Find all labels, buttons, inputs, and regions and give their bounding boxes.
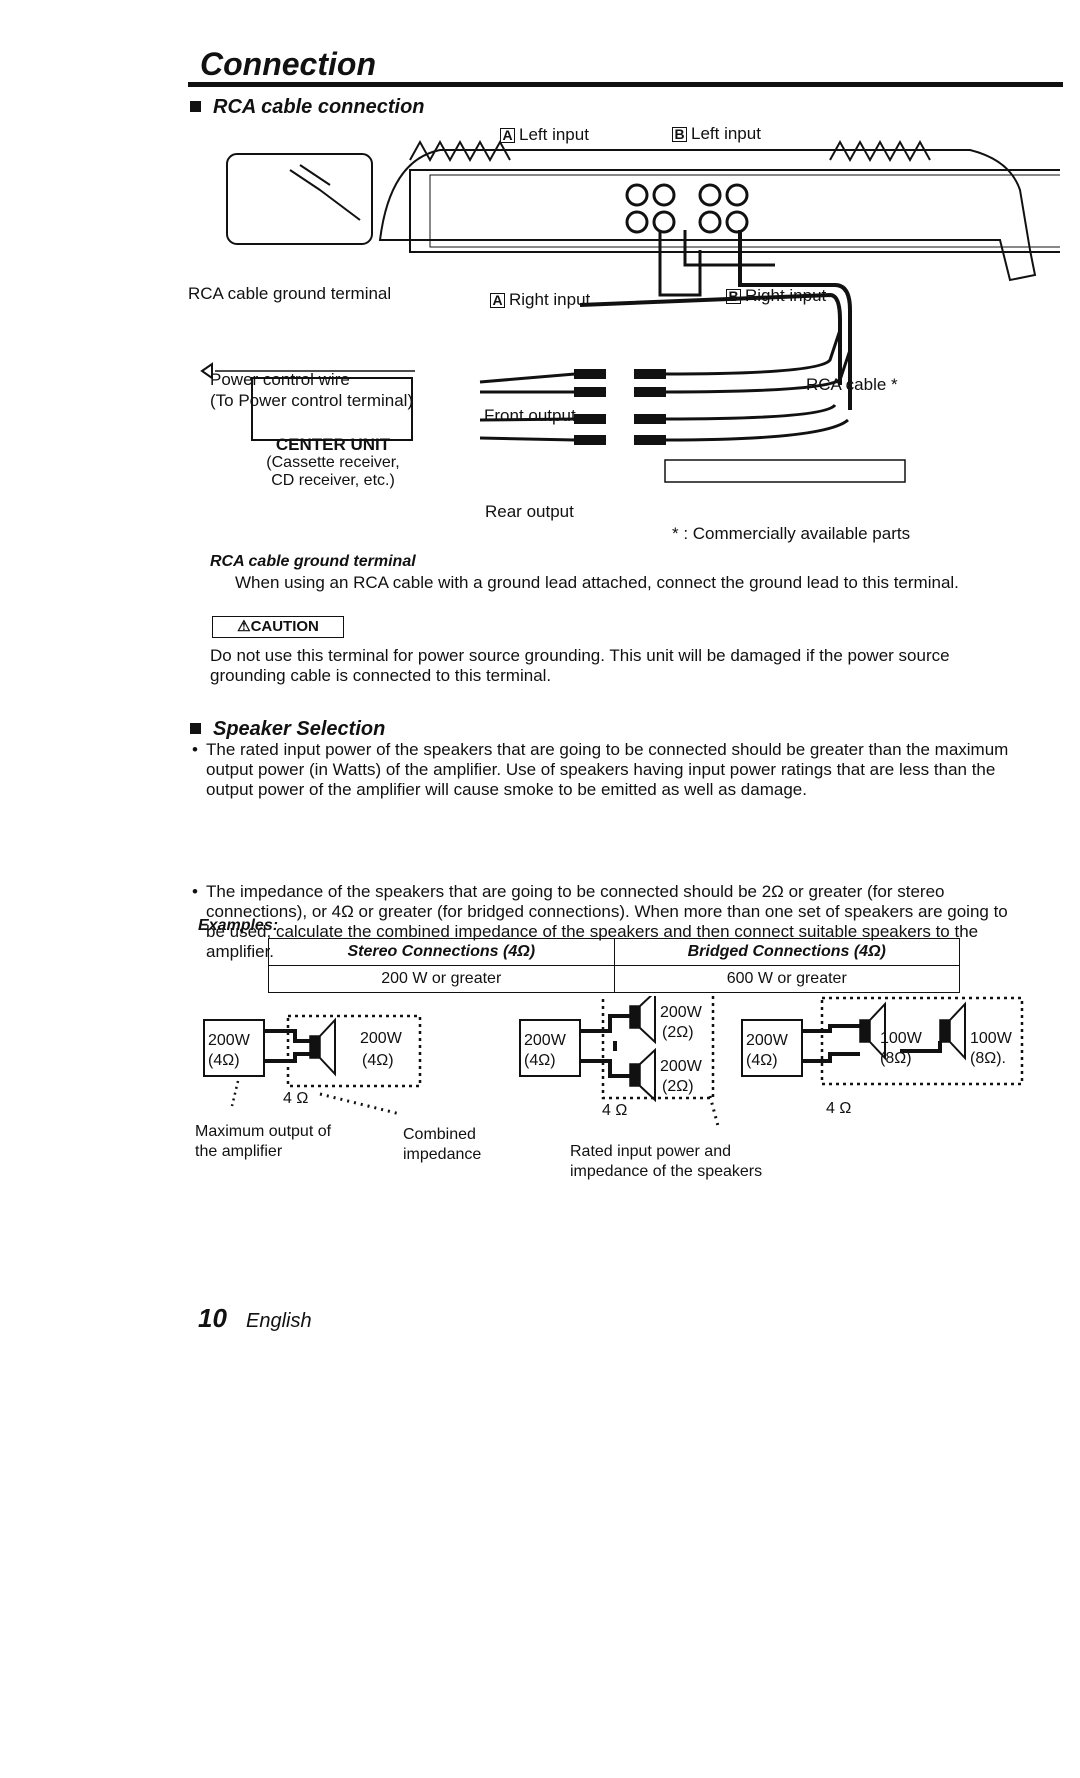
- page-title: Connection: [200, 46, 376, 82]
- amp-box-1: [203, 1019, 265, 1077]
- caption-combined-2: impedance: [403, 1146, 482, 1163]
- rca-connection-diagram: [200, 139, 1060, 483]
- table-cell-bridged: 600 W or greater: [613, 965, 960, 993]
- d1-amp-watt: 200W: [208, 1032, 250, 1049]
- table-cell-stereo: 200 W or greater: [268, 965, 615, 993]
- d1-combined-impedance: 4 Ω: [283, 1090, 309, 1107]
- center-unit-box: [251, 377, 413, 441]
- front-output-label: Front output: [484, 406, 576, 425]
- d2-speaker2-watt: 200W: [660, 1058, 702, 1075]
- table-row: 200 W or greater 600 W or greater: [268, 965, 960, 993]
- speaker-heading: Speaker Selection: [190, 718, 385, 741]
- d2-amp-ohm: (4Ω): [524, 1052, 556, 1069]
- page-number: 10: [198, 1303, 227, 1333]
- ground-terminal-label: RCA cable ground terminal: [188, 284, 392, 303]
- rear-output-label: Rear output: [485, 502, 574, 521]
- caption-max-output-2: the amplifier: [195, 1143, 283, 1160]
- d3-combined-impedance: 4 Ω: [826, 1100, 852, 1117]
- d3-speaker1-ohm: (8Ω): [880, 1050, 912, 1067]
- d1-amp-ohm: (4Ω): [208, 1052, 240, 1069]
- impedance-examples-diagram: [203, 996, 1024, 1126]
- title-rule: [188, 82, 1063, 87]
- table-header-bridged: Bridged Connections (4Ω): [613, 938, 960, 966]
- d2-speaker2-ohm: (2Ω): [662, 1078, 694, 1095]
- commercial-parts-note: * : Commercially available parts: [672, 524, 911, 543]
- ground-terminal-inset: [226, 153, 373, 245]
- speaker-bullet-1: The rated input power of the speakers th…: [190, 740, 1026, 800]
- caption-rated-2: impedance of the speakers: [570, 1163, 763, 1180]
- d2-speaker1-watt: 200W: [660, 1004, 702, 1021]
- rca-heading: RCA cable connection: [190, 96, 425, 119]
- d3-speaker1-watt: 100W: [880, 1030, 922, 1047]
- amplifier-body: [409, 169, 1060, 253]
- caption-rated-1: Rated input power and: [570, 1143, 731, 1160]
- d2-speaker1-ohm: (2Ω): [662, 1024, 694, 1041]
- d2-combined-impedance: 4 Ω: [602, 1102, 628, 1119]
- caution-text: Do not use this terminal for power sourc…: [210, 646, 950, 685]
- table-header-stereo: Stereo Connections (4Ω): [268, 938, 615, 966]
- table-header-row: Stereo Connections (4Ω) Bridged Connecti…: [268, 938, 960, 966]
- caption-max-output-1: Maximum output of: [195, 1123, 332, 1140]
- center-unit-label: CENTER UNIT (Cassette receiver, CD recei…: [266, 435, 400, 490]
- caution-label: ⚠CAUTION: [212, 616, 344, 638]
- d2-amp-watt: 200W: [524, 1032, 566, 1049]
- power-wire-label: Power control wire: [210, 370, 350, 389]
- caption-combined-1: Combined: [403, 1126, 476, 1143]
- speaker-bullet-2: The impedance of the speakers that are g…: [190, 882, 1026, 962]
- examples-label: Examples:: [198, 917, 279, 934]
- d1-speaker-watt: 200W: [360, 1030, 402, 1047]
- power-terminal-label: (To Power control terminal): [210, 391, 414, 410]
- ground-terminal-heading: RCA cable ground terminal: [210, 553, 416, 570]
- amp-box-3: [741, 1019, 803, 1077]
- rca-cable-label: RCA cable *: [806, 375, 898, 394]
- language-label: English: [246, 1310, 312, 1332]
- d3-amp-ohm: (4Ω): [746, 1052, 778, 1069]
- amplifier-heatsink: [378, 149, 1037, 282]
- d3-amp-watt: 200W: [746, 1032, 788, 1049]
- ground-terminal-text: When using an RCA cable with a ground le…: [235, 573, 959, 592]
- d3-speaker2-watt: 100W: [970, 1030, 1012, 1047]
- d3-speaker2-ohm: (8Ω).: [970, 1050, 1006, 1067]
- amp-box-2: [519, 1019, 581, 1077]
- d1-speaker-ohm: (4Ω): [362, 1052, 394, 1069]
- examples-table: Stereo Connections (4Ω) Bridged Connecti…: [268, 938, 960, 993]
